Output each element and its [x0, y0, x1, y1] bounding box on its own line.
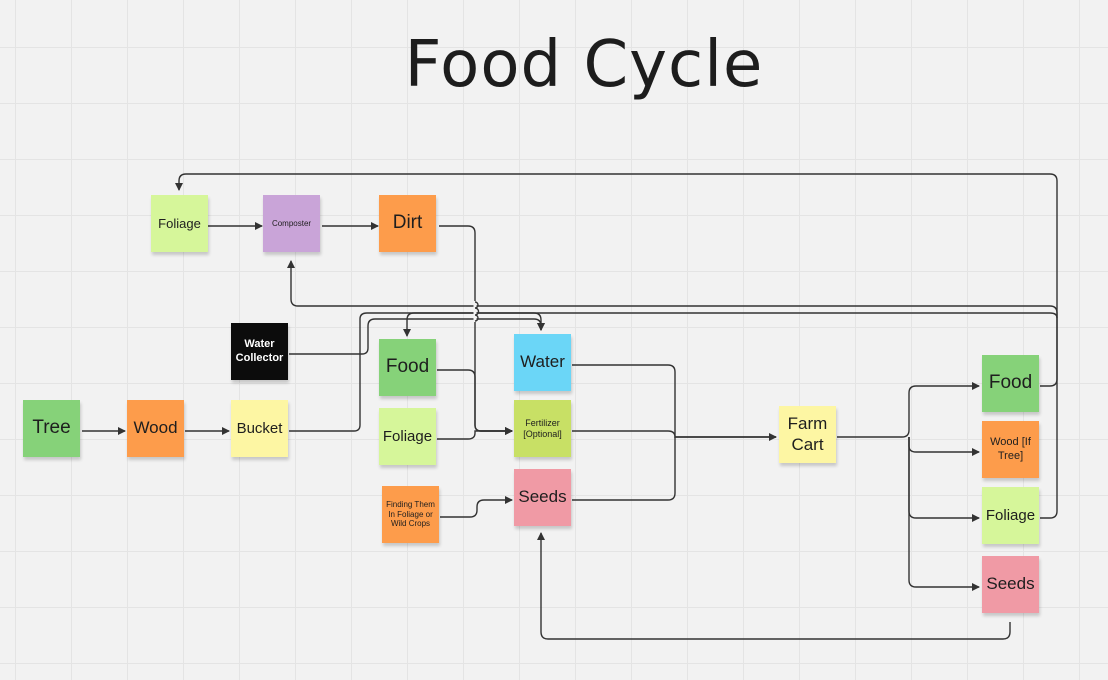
- connector-fertilizer-to-cart: [572, 430, 776, 438]
- note-composter[interactable]: Composter: [263, 195, 320, 252]
- note-tree[interactable]: Tree: [23, 400, 80, 457]
- connector-food-loop-to-foliage-top: [175, 173, 1058, 387]
- connector-cart-to-food: [837, 382, 980, 438]
- note-wood-output[interactable]: Wood [If Tree]: [982, 421, 1039, 478]
- note-finding-in-foliage[interactable]: Finding Them In Foliage or Wild Crops: [382, 486, 439, 543]
- note-bucket[interactable]: Bucket: [231, 400, 288, 457]
- note-foliage-top[interactable]: Foliage: [151, 195, 208, 252]
- connector-bucket-to-water: [289, 312, 545, 432]
- diagram-title: Food Cycle: [404, 28, 764, 102]
- note-foliage-output[interactable]: Foliage: [982, 487, 1039, 544]
- connector-seeds-loop-to-seeds: [537, 532, 1011, 640]
- connector-cart-to-seeds: [908, 437, 980, 591]
- connector-cart-to-foliage: [908, 437, 980, 522]
- connector-food-to-fertilizer: [437, 369, 513, 435]
- connector-foliage-loop-to-composter: [287, 260, 1058, 519]
- note-seeds-mid[interactable]: Seeds: [514, 469, 571, 526]
- note-farm-cart[interactable]: Farm Cart: [779, 406, 836, 463]
- note-food-output[interactable]: Food: [982, 355, 1039, 412]
- note-seeds-output[interactable]: Seeds: [982, 556, 1039, 613]
- connector-water-to-cart: [572, 364, 777, 441]
- connector-foliage-to-fertilizer: [437, 427, 513, 440]
- note-food-mid[interactable]: Food: [379, 339, 436, 396]
- note-water[interactable]: Water: [514, 334, 571, 391]
- note-foliage-mid[interactable]: Foliage: [379, 408, 436, 465]
- note-dirt[interactable]: Dirt: [379, 195, 436, 252]
- connector-crossing-hop: [474, 301, 480, 322]
- connector-food-loop-to-food-mid: [403, 312, 1058, 337]
- note-water-collector[interactable]: Water Collector: [231, 323, 288, 380]
- connector-cart-to-wood: [908, 437, 980, 456]
- connector-finding-to-seeds: [440, 496, 513, 518]
- note-wood[interactable]: Wood: [127, 400, 184, 457]
- connector-seeds-to-cart: [572, 437, 676, 501]
- note-fertilizer[interactable]: Fertilizer [Optional]: [514, 400, 571, 457]
- connector-water-collector-to-water: [289, 318, 545, 355]
